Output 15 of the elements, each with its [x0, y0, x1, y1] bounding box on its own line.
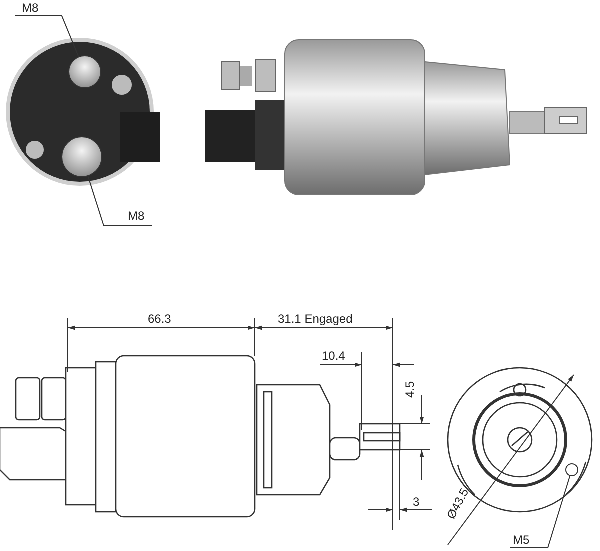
dimension-label: 3 [413, 495, 420, 509]
mounting-hole [566, 464, 578, 476]
dimension-label: 4.5 [403, 381, 417, 398]
dimension-label: Ø43.5 [444, 486, 472, 522]
dimension-label: 31.1 Engaged [278, 312, 353, 326]
dimension-label: 66.3 [148, 312, 172, 326]
thread-size-label: M5 [513, 533, 530, 547]
thread-size-label: M8 [128, 209, 145, 223]
dimension-label: 10.4 [322, 349, 346, 363]
thread-size-label: M8 [22, 1, 39, 15]
terminal-stud [68, 56, 102, 88]
leader-line [88, 176, 152, 226]
leader-line [14, 16, 80, 58]
leader-line [510, 475, 571, 548]
terminal-stud [62, 136, 102, 178]
